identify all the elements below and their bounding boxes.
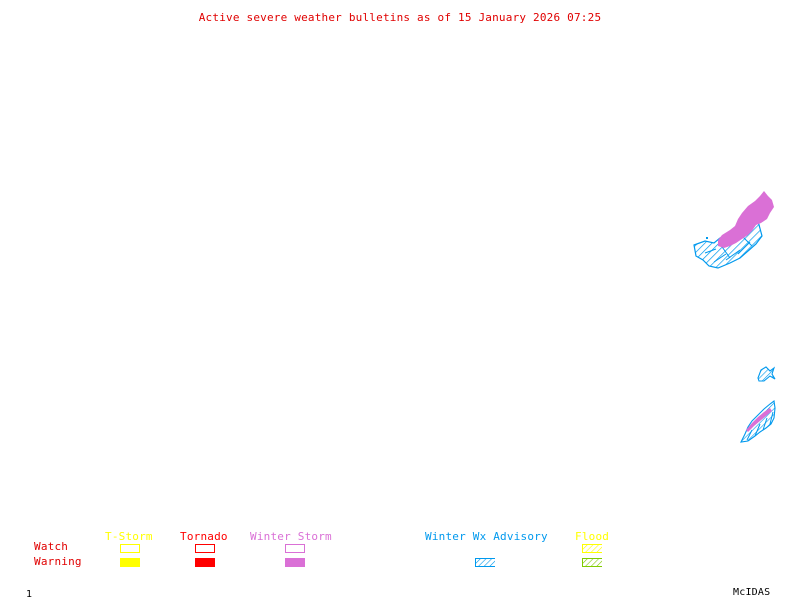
tstorm-warning-swatch: [120, 558, 140, 567]
legend-column-winter-wx-advisory: Winter Wx Advisory: [425, 530, 548, 543]
winter-storm-warning-swatch: [285, 558, 305, 567]
legend-row-warning: Warning: [34, 555, 82, 568]
tstorm-watch-swatch: [120, 544, 140, 553]
legend-row-watch: Watch: [34, 540, 69, 553]
tornado-watch-swatch: [195, 544, 215, 553]
legend-column-tstorm: T-Storm: [105, 530, 153, 543]
legend-column-tornado: Tornado: [180, 530, 228, 543]
bulletin-title: Active severe weather bulletins as of 15…: [198, 11, 602, 24]
midatlantic-winter-wx-advisory-small: [757, 366, 776, 382]
flood-warning-swatch: [582, 558, 602, 567]
winter-storm-watch-swatch: [285, 544, 305, 553]
flood-watch-swatch: [582, 544, 602, 553]
legend-column-flood: Flood: [575, 530, 610, 543]
frame-number: 1: [26, 589, 33, 600]
winter-wx-advisory-swatch: [475, 558, 495, 567]
tornado-warning-swatch: [195, 558, 215, 567]
legend-column-winter-storm: Winter Storm: [250, 530, 332, 543]
brand-label: McIDAS: [733, 587, 771, 598]
southeast-winter-storm-warning: [746, 408, 772, 432]
northeast-winter-storm-warning: [718, 191, 774, 248]
